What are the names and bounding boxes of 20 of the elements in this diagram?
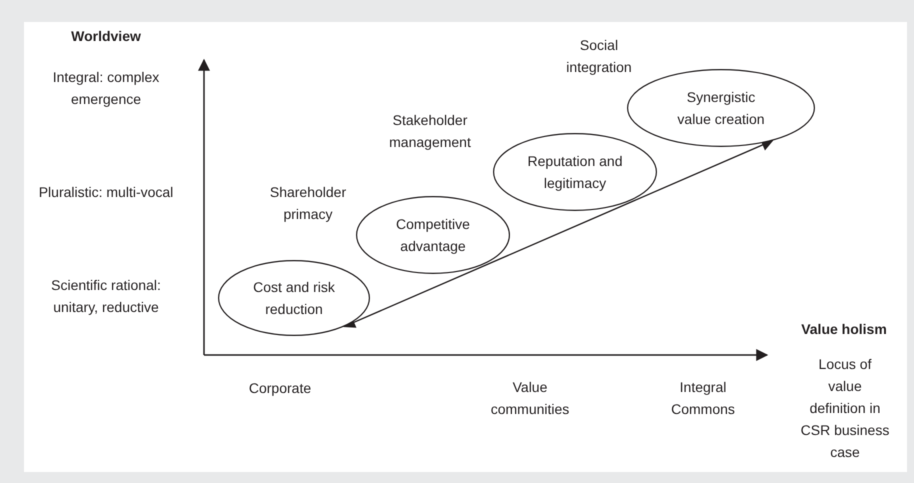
ellipse-node bbox=[493, 133, 657, 211]
axis-level-label: Integral Commons bbox=[670, 378, 736, 419]
node-label: Competitive advantage bbox=[395, 215, 471, 256]
axis-description: Locus of value definition in CSR business case bbox=[800, 355, 890, 462]
node-label: Synergistic value creation bbox=[676, 88, 766, 129]
axis-title: Value holism bbox=[800, 320, 888, 339]
double-headed-arrow bbox=[343, 139, 774, 328]
ellipse-node bbox=[218, 260, 370, 336]
stage-label: Stakeholder management bbox=[388, 111, 472, 152]
node-label: Reputation and legitimacy bbox=[526, 152, 624, 193]
stage-label: Social integration bbox=[565, 36, 633, 77]
axis-title: Worldview bbox=[70, 27, 142, 46]
axis-level-label: Pluralistic: multi-vocal bbox=[38, 183, 174, 202]
axis-level-label: Integral: complex emergence bbox=[52, 68, 160, 109]
node-label: Cost and risk reduction bbox=[252, 278, 336, 319]
axis-level-label: Scientific rational: unitary, reductive bbox=[50, 276, 162, 317]
axis-level-label: Value communities bbox=[490, 378, 570, 419]
stage-label: Shareholder primacy bbox=[268, 183, 348, 224]
ellipse-node bbox=[356, 196, 510, 274]
axis-level-label: Corporate bbox=[248, 379, 312, 398]
